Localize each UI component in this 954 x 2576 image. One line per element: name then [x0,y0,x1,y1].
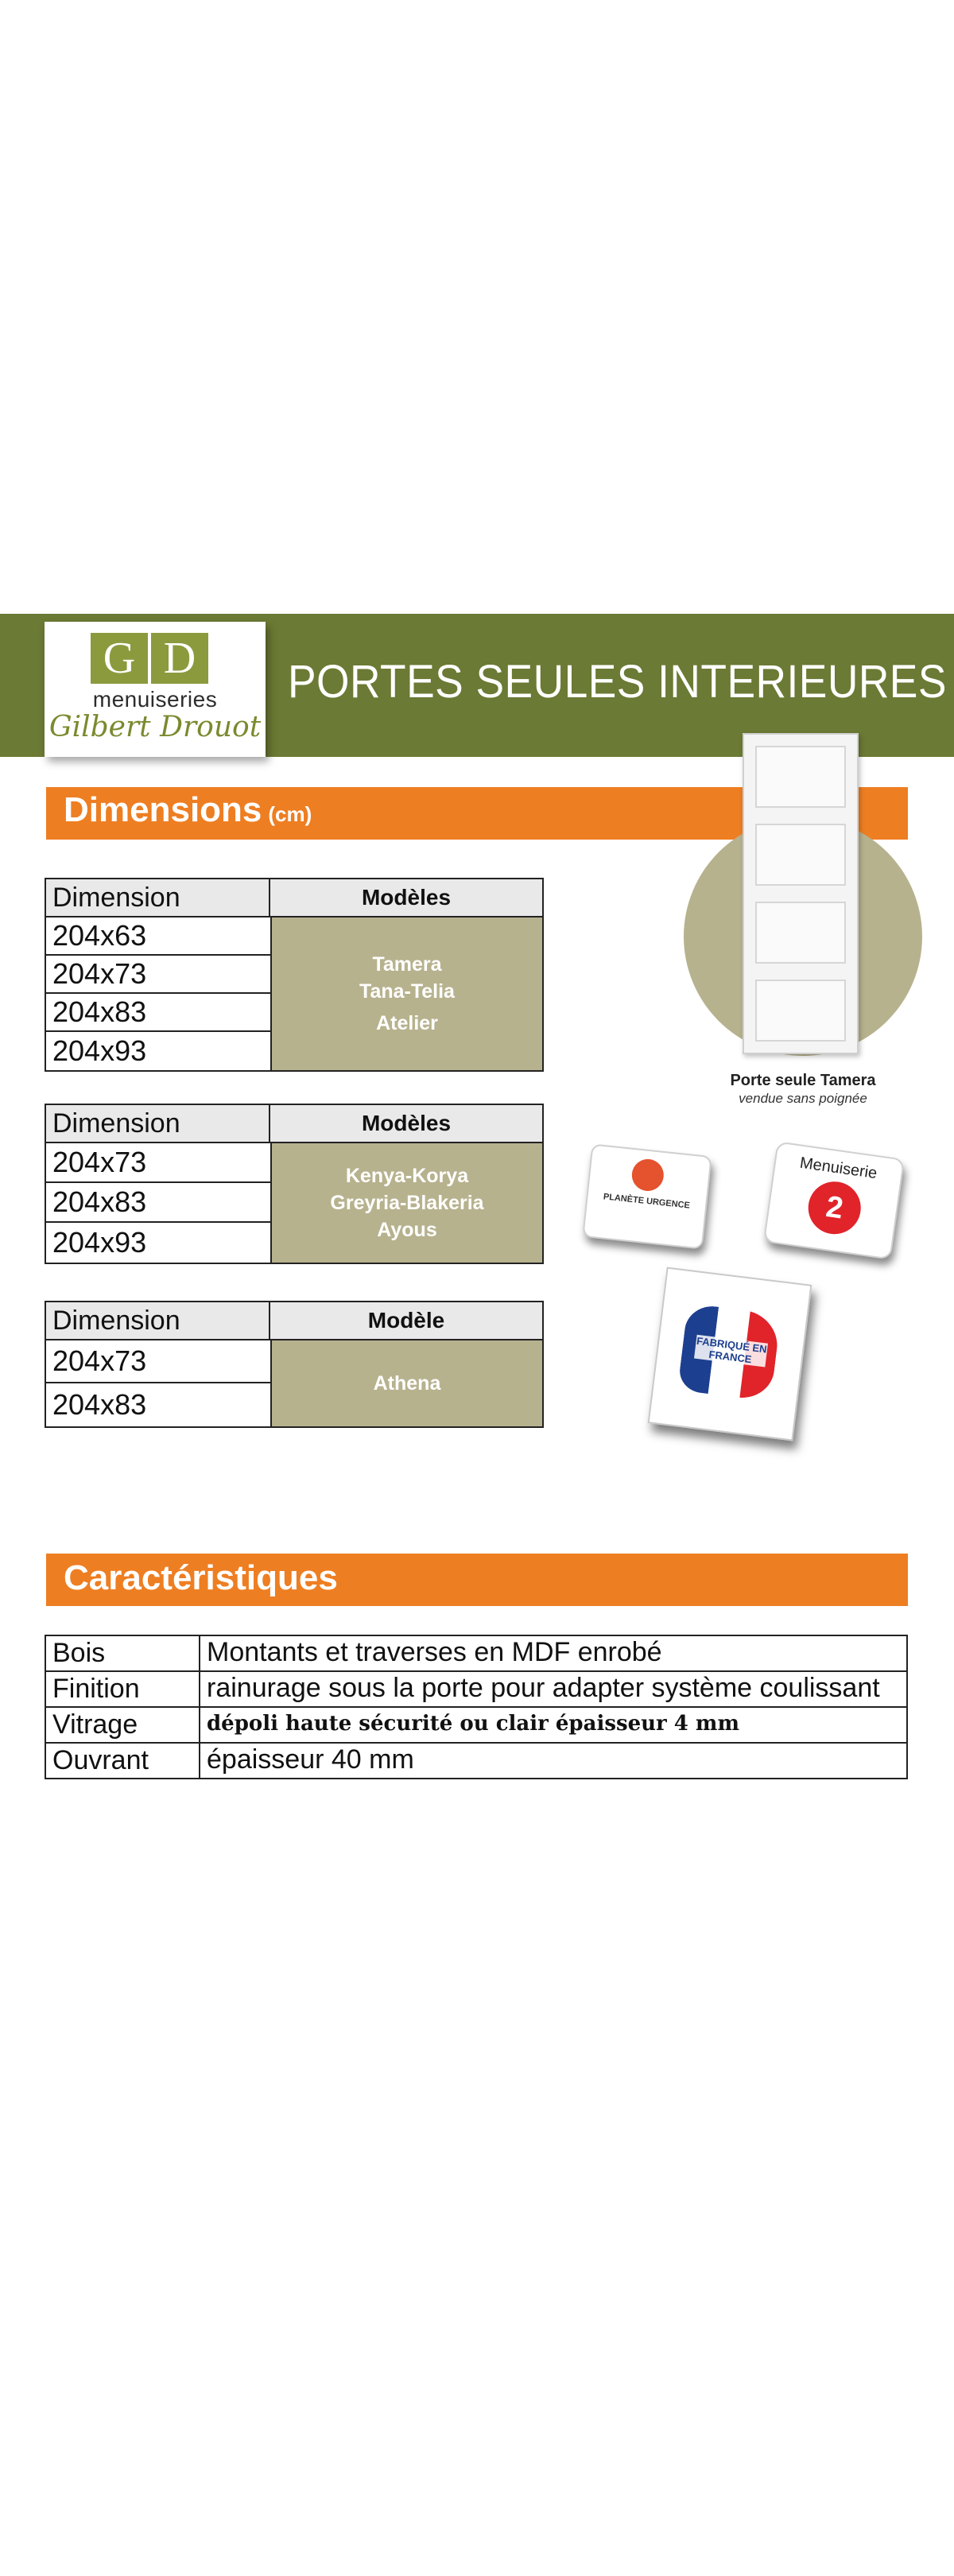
door-panel [755,902,846,964]
characteristic-value: rainurage sous la porte pour adapter sys… [207,1673,880,1703]
dimension-column: 204x73 204x83 [46,1340,272,1426]
characteristics-heading: Caractéristiques [64,1558,338,1597]
table-body: 204x63 204x73 204x83 204x93 Tamera Tana-… [46,918,542,1070]
table-row: Vitrage dépoli haute sécurité ou clair é… [46,1708,906,1744]
model-name: Ayous [377,1219,437,1241]
dimension-table-3: Dimension Modèle 204x73 204x83 Athena [45,1301,544,1428]
planete-urgence-text: PLANÈTE URGENCE [603,1192,691,1211]
guarantee-years: 2 [805,1177,864,1238]
models-cell: Kenya-Korya Greyria-Blakeria Ayous [272,1143,542,1263]
table-row: Ouvrant épaisseur 40 mm [46,1744,906,1778]
door-panel [755,746,846,808]
dimension-table-1: Dimension Modèles 204x63 204x73 204x83 2… [45,878,544,1072]
logo-menuiseries-text: menuiseries [92,687,218,712]
logo-monogram: G D [91,633,208,684]
dimensions-title: Dimensions [64,790,262,829]
characteristics-section-bar: Caractéristiques [46,1554,908,1606]
header-dimension: Dimension [46,1105,270,1142]
brand-logo: G D menuiseries Gilbert Drouot [45,622,266,757]
header-dimension: Dimension [46,879,270,916]
dimension-cell: 204x93 [52,1226,147,1259]
header-models: Modèles [270,879,542,916]
guarantee-badge: Menuiserie 2 [762,1141,906,1260]
characteristic-value: Montants et traverses en MDF enrobé [207,1637,662,1667]
table-row: Finition rainurage sous la porte pour ad… [46,1672,906,1708]
logo-letter-g: G [91,633,148,684]
characteristics-table: Bois Montants et traverses en MDF enrobé… [45,1635,908,1779]
logo-letter-d: D [151,633,208,684]
table-header-row: Dimension Modèles [46,879,542,918]
dimension-column: 204x73 204x83 204x93 [46,1143,272,1263]
dimensions-heading: Dimensions(cm) [64,790,312,830]
models-cell: Tamera Tana-Telia Atelier [272,918,542,1070]
tree-icon [630,1157,665,1193]
planete-urgence-badge: PLANÈTE URGENCE [582,1143,712,1250]
dimension-cell: 204x73 [46,1340,270,1383]
characteristic-label: Vitrage [46,1708,200,1742]
characteristic-value: épaisseur 40 mm [207,1744,414,1775]
header-dimension: Dimension [46,1302,270,1339]
table-row: Bois Montants et traverses en MDF enrobé [46,1636,906,1672]
model-name: Tamera [372,953,442,976]
table-body: 204x73 204x83 Athena [46,1340,542,1426]
logo-signature: Gilbert Drouot [48,711,262,743]
door-illustration [743,733,859,1054]
made-in-france-badge: FABRIQUÉ EN FRANCE [647,1267,812,1441]
door-panel [755,980,846,1042]
dimension-cell: 204x83 [46,994,270,1032]
model-name: Atelier [376,1012,438,1034]
dimension-cell: 204x73 [46,956,270,994]
door-panel [755,824,846,886]
dimensions-unit: (cm) [268,802,312,826]
page-title: PORTES SEULES INTERIEURES [288,656,947,708]
table-body: 204x73 204x83 204x93 Kenya-Korya Greyria… [46,1143,542,1263]
door-subcaption: vendue sans poignée [739,1091,867,1106]
dimension-cell: 204x93 [52,1034,147,1067]
header-models: Modèles [270,1105,542,1142]
models-cell: Athena [272,1340,542,1426]
characteristic-value: dépoli haute sécurité ou clair épaisseur… [207,1712,739,1736]
characteristic-label: Finition [46,1672,200,1706]
dimension-column: 204x63 204x73 204x83 204x93 [46,918,272,1070]
model-name: Athena [373,1372,441,1395]
door-caption: Porte seule Tamera [730,1072,876,1089]
header-models: Modèle [270,1302,542,1339]
table-header-row: Dimension Modèles [46,1105,542,1143]
dimension-cell: 204x63 [46,918,270,956]
model-name: Tana-Telia [359,980,455,1003]
dimension-cell: 204x73 [46,1143,270,1183]
guarantee-label: Menuiserie [798,1154,878,1183]
dimension-cell: 204x83 [46,1183,270,1223]
dimension-table-2: Dimension Modèles 204x73 204x83 204x93 K… [45,1104,544,1264]
model-name: Kenya-Korya [345,1165,469,1187]
characteristic-label: Ouvrant [46,1744,200,1778]
table-header-row: Dimension Modèle [46,1302,542,1340]
characteristic-label: Bois [46,1636,200,1670]
dimension-cell: 204x83 [52,1388,147,1421]
model-name: Greyria-Blakeria [330,1192,484,1214]
